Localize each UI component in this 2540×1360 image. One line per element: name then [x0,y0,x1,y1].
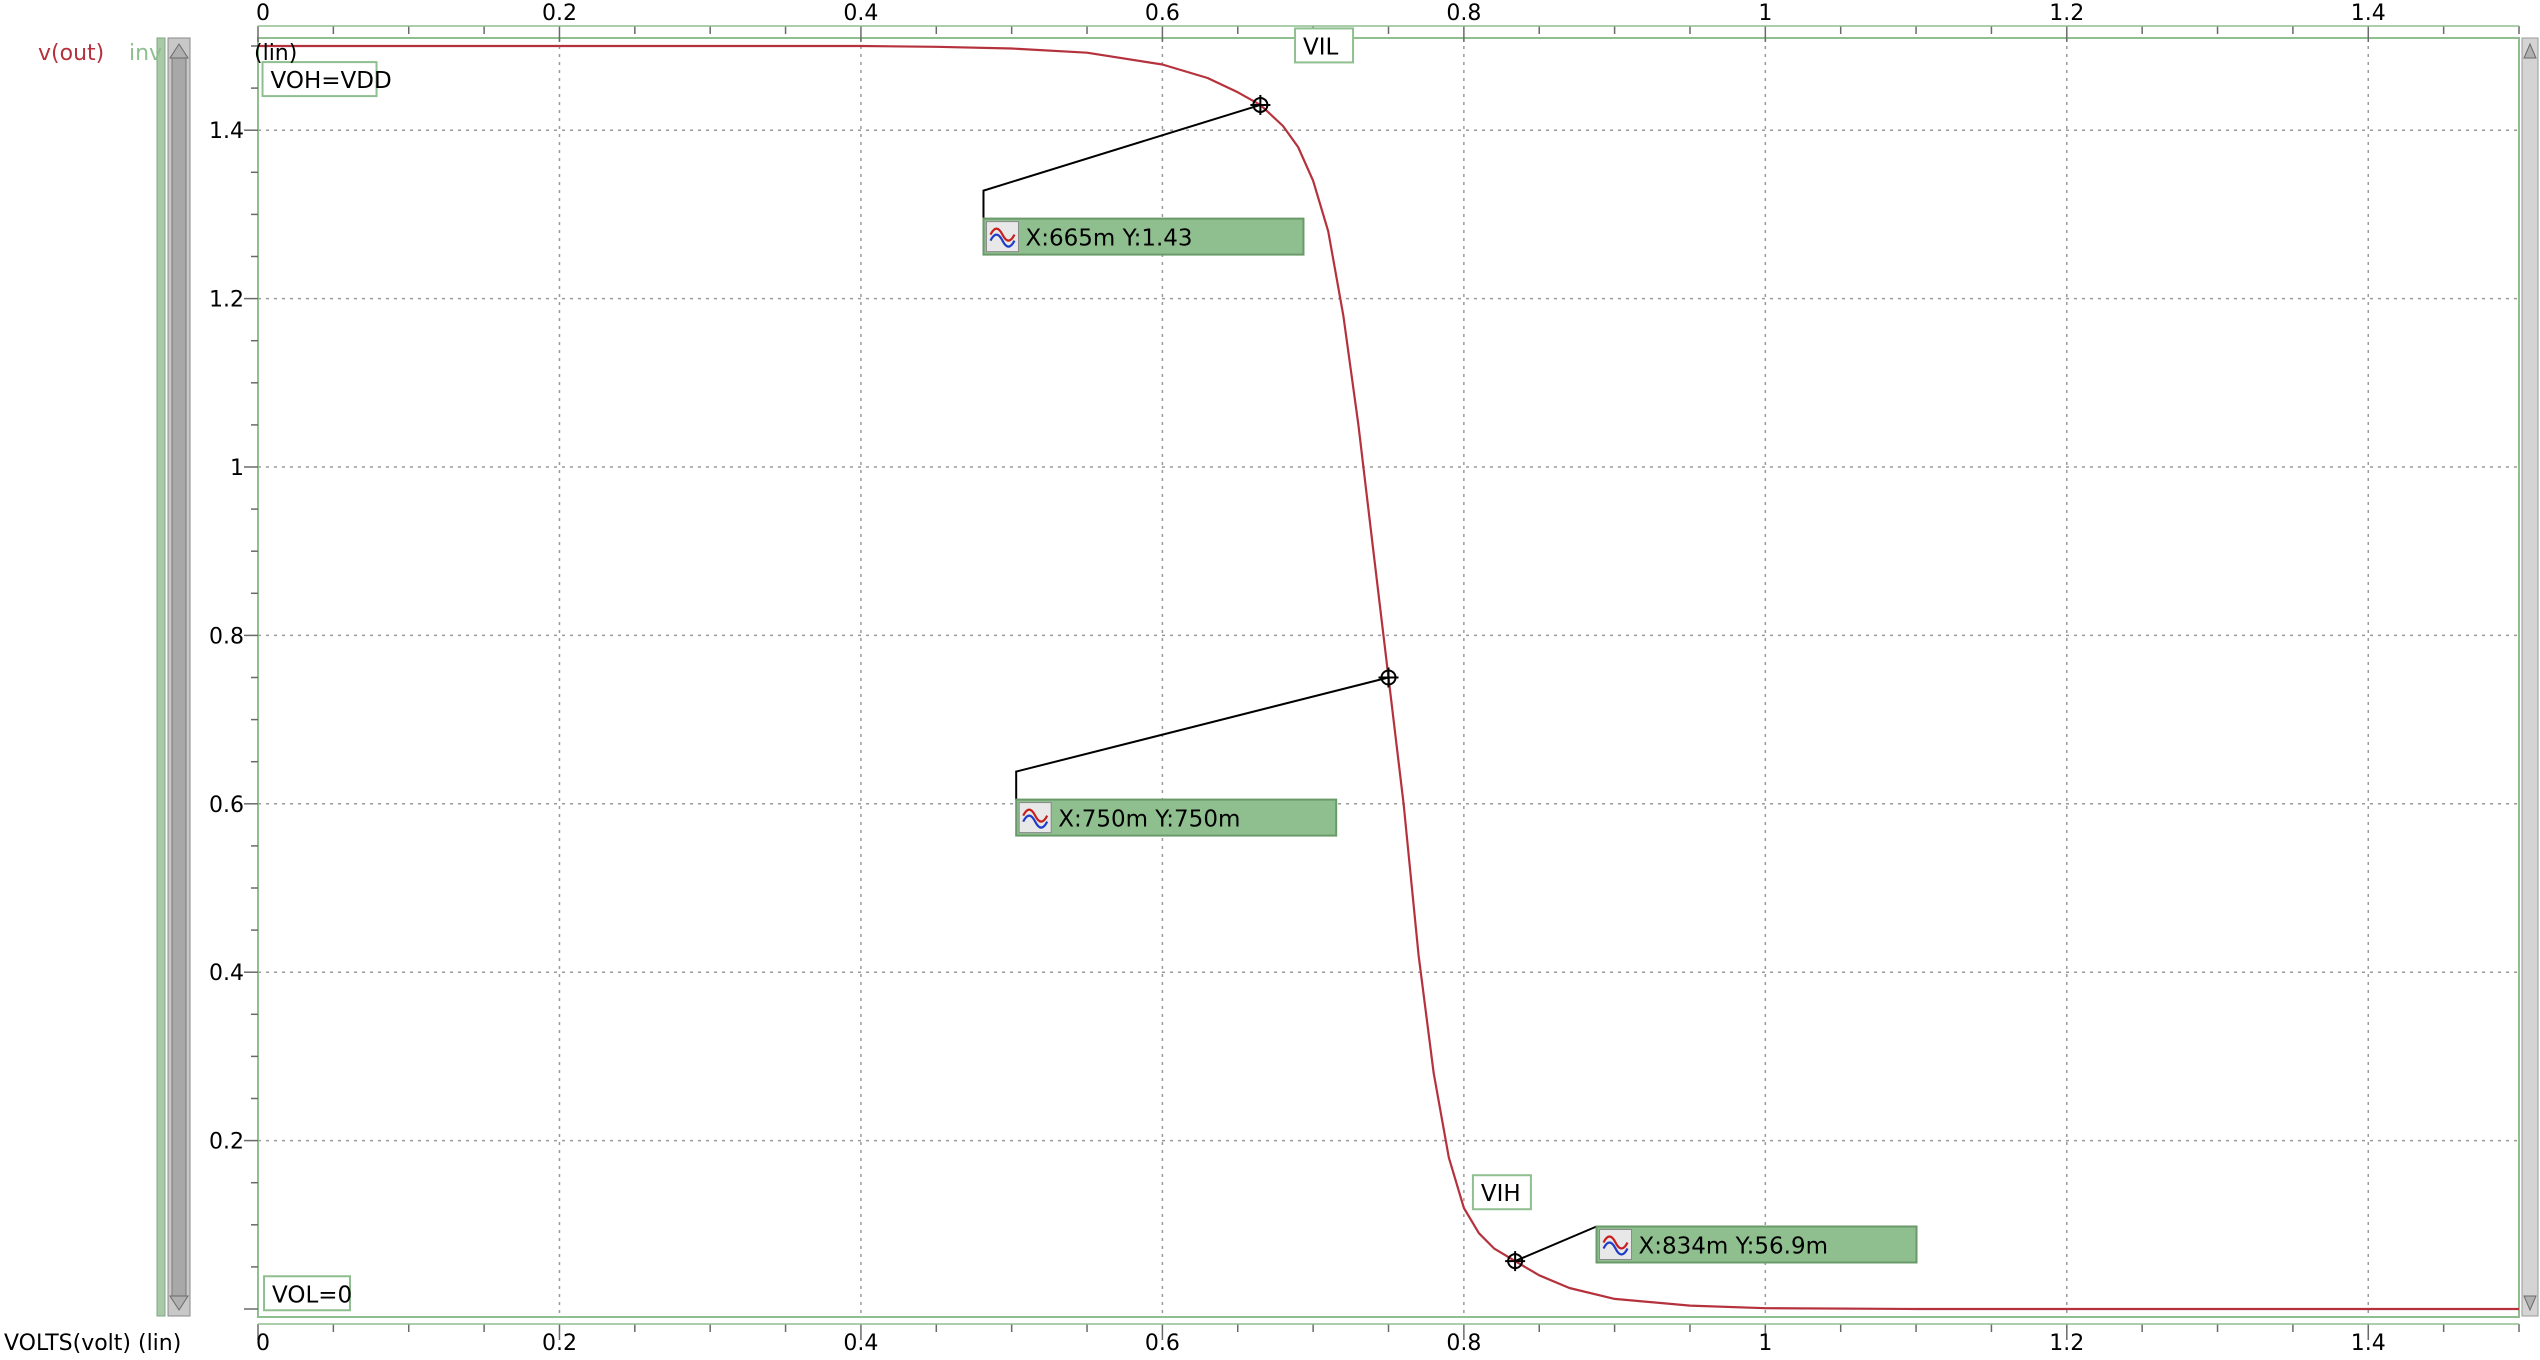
annotation-box[interactable] [1294,27,1355,64]
waveform-blue-icon [989,233,1016,248]
annotation-box[interactable] [263,1275,352,1312]
labels-layer: 0 0 0.2 0.2 0.4 0.4 0.6 0.6 0.8 0.8 1 1 1.2 1.2 1.4 1.4… [4,1,2386,1356]
marker-label-text: X:750m Y:750m [1058,807,1240,833]
marker-leader-line [982,103,1261,219]
x-tick-label-top: 0.8 [1446,1,1481,26]
annotations-layer: VOH=VDD VIL VIH VOL=0 [261,27,1532,1312]
marker-label-text: X:665m Y:1.43 [1025,226,1192,252]
axes-layer [244,25,2520,1340]
annotation-text: VIH [1481,1181,1521,1207]
y-tick-label: 0.8 [209,624,244,649]
x-tick-label-bottom: 0 [256,1331,270,1356]
y-tick-label: 1.4 [209,119,244,144]
annotation-text: VOL=0 [272,1282,352,1308]
right-scroll-down-arrow-icon[interactable] [2523,1295,2537,1312]
annotation-box[interactable] [261,61,378,98]
x-tick-label-top: 1.2 [2049,1,2084,26]
x-tick-label-top: 0 [256,1,270,26]
legend-entry: v(out) [38,41,104,66]
left-scrollbar[interactable] [156,37,191,1317]
scroll-down-arrow-icon[interactable] [169,1295,189,1311]
x-tick-label-top: 1 [1758,1,1772,26]
marker-leader-line [1514,1225,1597,1263]
y-tick-label: 0.4 [209,961,244,986]
y-tick-label: 0.6 [209,793,244,818]
scroll-up-arrow-icon[interactable] [169,43,189,59]
waveform-blue-icon [1022,814,1049,829]
annotation-text: VOH=VDD [271,68,392,94]
marker-label-box[interactable] [1015,798,1338,837]
legend-entry: inv [129,41,162,66]
marker-leader-line [1015,676,1389,800]
y-tick-label: 0.2 [209,1130,244,1155]
x-tick-label-top: 0.6 [1145,1,1180,26]
x-tick-label-bottom: 0.8 [1446,1331,1481,1356]
marker-label-box[interactable] [1595,1225,1918,1264]
x-tick-label-top: 0.4 [843,1,878,26]
marker-label-text: X:834m Y:56.9m [1639,1233,1828,1259]
waveform-red-icon [989,227,1016,242]
x-tick-label-bottom: 1 [1758,1331,1772,1356]
x-tick-label-bottom: 0.4 [843,1331,878,1356]
x-tick-label-bottom: 1.4 [2351,1331,2386,1356]
series-line-vout [258,44,2519,1311]
x-tick-label-bottom: 1.2 [2049,1331,2084,1356]
x-tick-label-top: 1.4 [2351,1,2386,26]
marker-label-box[interactable] [982,217,1305,256]
waveform-red-icon [1602,1235,1629,1250]
series-layer [258,44,2519,1311]
right-scrollbar[interactable] [2521,37,2539,1317]
waveform-red-icon [1022,808,1049,823]
y-tick-label: 1.2 [209,288,244,313]
y-tick-label: 1 [230,456,244,481]
annotation-text: VIL [1303,34,1339,60]
x-tick-label-top: 0.2 [542,1,577,26]
waveform-blue-icon [1602,1241,1629,1256]
grid-layer [258,38,2519,1317]
right-scroll-up-arrow-icon[interactable] [2523,42,2537,59]
annotation-box[interactable] [1471,1174,1532,1211]
x-tick-label-bottom: 0.6 [1145,1331,1180,1356]
x-axis-label: VOLTS(volt) (lin) [4,1331,181,1356]
x-tick-label-bottom: 0.2 [542,1331,577,1356]
y-axis-label: (lin) [254,41,297,66]
